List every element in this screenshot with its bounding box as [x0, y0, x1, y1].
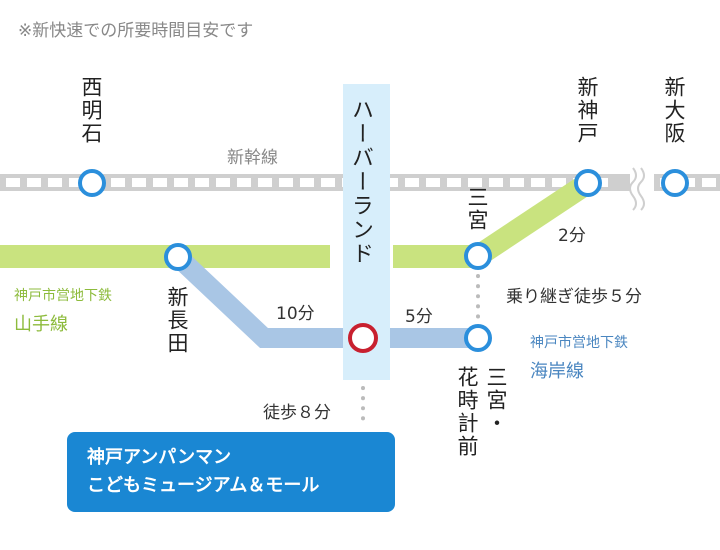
track-tie: [69, 178, 83, 187]
station-hanadokei-label-1: 三宮・: [484, 366, 508, 435]
time-sannomiya-shinkobe: 2分: [558, 226, 586, 246]
track-tie: [279, 178, 293, 187]
station-nishiakashi-label: 西明石: [79, 76, 103, 145]
destination-button[interactable]: 神戸アンパンマン こどもミュージアム＆モール: [67, 432, 395, 512]
station-sannomiya-marker[interactable]: [464, 242, 492, 270]
track-tie: [510, 178, 524, 187]
station-nishiakashi-marker[interactable]: [78, 169, 106, 197]
yamate-line-label: 山手線: [14, 314, 68, 335]
time-transfer-walk: 乗り継ぎ徒歩５分: [506, 287, 642, 307]
track-tie: [48, 178, 62, 187]
track-tie: [237, 178, 251, 187]
track-tie: [552, 178, 566, 187]
station-hanadokei-label-2: 花時計前: [455, 366, 479, 458]
track-tie: [216, 178, 230, 187]
track-tie: [531, 178, 545, 187]
track-tie: [6, 178, 20, 187]
track-tie: [174, 178, 188, 187]
yamate-operator-label: 神戸市営地下鉄: [14, 288, 112, 304]
station-shinosaka-label: 新大阪: [662, 76, 686, 145]
track-tie: [153, 178, 167, 187]
track-tie: [468, 178, 482, 187]
station-harborland-label: ハーバーランド: [348, 98, 373, 266]
track-tie: [300, 178, 314, 187]
track-tie: [426, 178, 440, 187]
track-tie: [195, 178, 209, 187]
station-sannomiya-label: 三宮: [465, 186, 489, 232]
station-shinosaka-marker[interactable]: [661, 169, 689, 197]
track-tie: [447, 178, 461, 187]
track-tie: [111, 178, 125, 187]
yamate-line-spur: [471, 173, 595, 266]
shinkansen-label: 新幹線: [227, 148, 278, 168]
track-break-mark: [629, 167, 637, 211]
track-break-mark: [637, 167, 645, 211]
track-tie: [321, 178, 335, 187]
station-shinnagata-label: 新長田: [165, 286, 189, 355]
timing-note: ※新快速での所要時間目安です: [18, 21, 254, 41]
station-harborland-marker[interactable]: [348, 323, 378, 353]
track-tie: [27, 178, 41, 187]
track-tie: [489, 178, 503, 187]
track-tie: [702, 178, 716, 187]
kaigan-operator-label: 神戸市営地下鉄: [530, 335, 628, 351]
station-hanadokei-marker[interactable]: [464, 324, 492, 352]
time-walk: 徒歩８分: [263, 403, 331, 423]
track-tie: [132, 178, 146, 187]
kaigan-line-label: 海岸線: [530, 361, 584, 382]
track-tie: [384, 178, 398, 187]
time-harborland-hanadokei: 5分: [405, 307, 433, 327]
station-shinkobe-marker[interactable]: [574, 169, 602, 197]
destination-line-1: 神戸アンパンマン: [87, 447, 232, 468]
time-shinnagata-harborland: 10分: [276, 304, 315, 324]
track-tie: [405, 178, 419, 187]
kaigan-line: [171, 249, 478, 348]
track-tie: [258, 178, 272, 187]
station-shinnagata-marker[interactable]: [164, 243, 192, 271]
station-shinkobe-label: 新神戸: [575, 76, 599, 145]
yamate-line-east: [393, 245, 478, 268]
destination-line-2: こどもミュージアム＆モール: [87, 474, 320, 496]
